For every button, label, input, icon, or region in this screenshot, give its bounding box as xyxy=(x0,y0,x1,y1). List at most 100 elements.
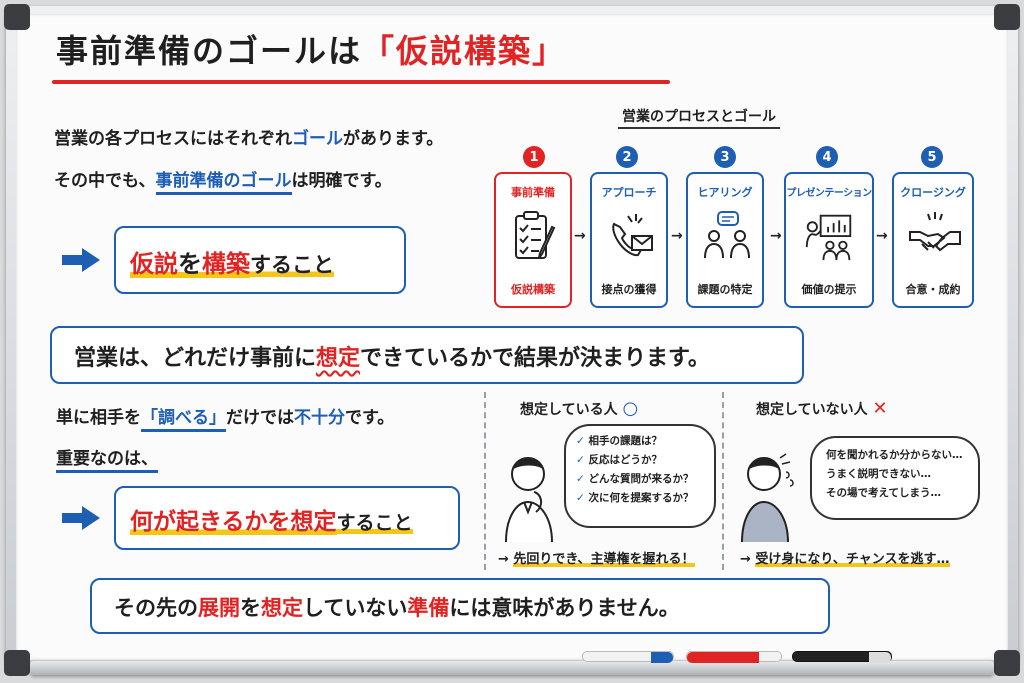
frame-corner xyxy=(994,4,1020,30)
step-card-presentation: プレゼンテーション 価値の提示 xyxy=(784,172,874,308)
intro-text: があります。 xyxy=(343,129,444,149)
blue-marker[interactable] xyxy=(582,651,674,663)
step-goal: 合意・成約 xyxy=(905,283,961,296)
good-item: ✓ どんな質問が来るか？ xyxy=(576,473,694,485)
cross-mark-icon: ✕ xyxy=(872,398,888,419)
step-number-2: 2 xyxy=(616,146,638,168)
black-marker[interactable] xyxy=(792,651,892,663)
process-arrow: → xyxy=(770,228,782,244)
bad-result: → 受け身になり、チャンスを逃す… xyxy=(740,548,950,567)
circle-mark-icon: ○ xyxy=(622,398,639,419)
intro-line-2: その中でも、事前準備のゴールは明確です。 xyxy=(54,166,392,195)
conclusion-emphasis: 想定 xyxy=(261,596,303,620)
intro-goal-word: ゴール xyxy=(292,129,343,149)
result-arrow: → xyxy=(740,552,756,567)
mid-text: 単に相手を xyxy=(56,408,141,428)
mid-text: だけでは xyxy=(226,408,294,428)
good-result: → 先回りでき、主導権を握れる！ xyxy=(498,548,695,567)
step-title: アプローチ xyxy=(601,186,657,199)
title-underline xyxy=(52,80,670,84)
result-banner xyxy=(50,326,804,384)
marker-tray xyxy=(30,661,994,675)
goal-particle: を xyxy=(178,250,202,278)
step-title: ヒアリング xyxy=(697,186,753,199)
process-arrow: → xyxy=(671,228,683,244)
mid-text: 重要なのは、 xyxy=(56,449,158,473)
conclusion-text: その先の展開を想定していない準備には意味がありません。 xyxy=(114,592,680,622)
conclusion-part: その先の xyxy=(114,596,198,620)
goal-box2-text: 何が起きるかを想定すること xyxy=(130,502,413,536)
divider-line xyxy=(722,392,724,570)
result-arrow: → xyxy=(498,552,514,567)
goal-box-text: 仮説を構築すること xyxy=(130,244,334,279)
result-banner-text: 営業は、どれだけ事前に想定できているかで結果が決まります。 xyxy=(74,340,710,372)
frame-corner xyxy=(4,650,30,676)
bad-title: 想定していない人 ✕ xyxy=(756,398,888,419)
right-arrow-icon xyxy=(62,506,100,530)
red-marker[interactable] xyxy=(686,651,782,663)
good-item-text: 次に何を提案するか？ xyxy=(588,492,694,504)
intro-text: は明確です。 xyxy=(291,171,392,191)
right-arrow-icon xyxy=(62,248,100,272)
mid-line-1: 単に相手を「調べる」だけでは不十分です。 xyxy=(56,403,395,432)
conclusion-banner xyxy=(90,578,830,634)
mid-line-2: 重要なのは、 xyxy=(56,444,158,473)
process-arrow: → xyxy=(574,228,586,244)
good-item-text: どんな質問が来るか？ xyxy=(588,473,694,485)
process-title: 営業のプロセスとゴール xyxy=(618,106,780,129)
goal-word-hypothesis: 仮説 xyxy=(130,250,178,278)
conclusion-emphasis: 準備 xyxy=(407,596,450,620)
step-goal: 課題の特定 xyxy=(697,283,753,296)
page-title: 事前準備のゴールは「仮説構築」 xyxy=(56,26,566,72)
banner-text: 営業は、どれだけ事前に xyxy=(74,346,317,371)
worried-person-icon xyxy=(741,453,794,542)
result-text: 先回りでき、 xyxy=(513,552,591,567)
title-prefix: 事前準備のゴールは xyxy=(56,32,363,70)
bad-title-text: 想定していない人 xyxy=(756,402,868,418)
title-highlight: 「仮説構築」 xyxy=(362,32,567,70)
step-number-3: 3 xyxy=(714,146,736,168)
bad-thought-bubble: 何を聞かれるか分からない… うまく説明できない… その場で考えてしまう… xyxy=(810,436,980,520)
conclusion-part: を xyxy=(240,596,261,620)
step-title: クロージング xyxy=(900,186,966,199)
phone-mail-icon xyxy=(612,214,653,257)
step-card-closing: クロージング 合意・成約 xyxy=(892,172,974,308)
process-arrow: → xyxy=(876,228,888,244)
frame-corner xyxy=(994,650,1020,676)
step-title: 事前準備 xyxy=(511,186,555,199)
good-thought-bubble: ✓ 相手の課題は？ ✓ 反応はどうか？ ✓ どんな質問が来るか？ ✓ 次に何を提… xyxy=(564,424,716,528)
conclusion-emphasis: 展開 xyxy=(198,596,240,620)
bad-item: その場で考えてしまう… xyxy=(826,487,941,499)
step-number-1: 1 xyxy=(523,146,545,168)
intro-text: 営業の各プロセスにはそれぞれ xyxy=(54,129,292,149)
result-text: 受け身になり、 xyxy=(755,552,846,567)
intro-text: その中でも、 xyxy=(54,171,156,191)
intro-emphasis: 事前準備のゴール xyxy=(155,171,292,195)
step-goal: 仮説構築 xyxy=(511,283,555,296)
goal2-emphasis: 想定 xyxy=(290,509,337,535)
bad-item: うまく説明できない… xyxy=(826,468,931,480)
clipboard-checklist-icon xyxy=(515,211,556,259)
conclusion-part: には意味がありません。 xyxy=(449,596,680,620)
banner-emphasis: 想定 xyxy=(316,346,361,371)
good-item-text: 反応はどうか？ xyxy=(588,454,662,466)
good-title-text: 想定している人 xyxy=(520,402,618,418)
frame-corner xyxy=(4,4,30,30)
step-title: プレゼンテーション xyxy=(786,188,872,199)
good-title: 想定している人 ○ xyxy=(520,398,638,419)
handshake-icon xyxy=(909,212,961,252)
good-item: ✓ 次に何を提案するか？ xyxy=(576,492,694,504)
mid-insufficient-word: 不十分 xyxy=(294,408,345,428)
mid-research-word: 「調べる」 xyxy=(141,408,226,432)
mid-text: です。 xyxy=(345,408,395,428)
conversation-icon xyxy=(704,211,750,259)
step-number-5: 5 xyxy=(921,146,943,168)
conclusion-part: していない xyxy=(303,596,408,620)
good-item: ✓ 反応はどうか？ xyxy=(576,454,662,466)
good-item-text: 相手の課題は？ xyxy=(588,435,662,447)
thinking-person-icon xyxy=(505,457,553,542)
step-card-approach: アプローチ 接点の獲得 xyxy=(590,172,668,308)
step-card-preparation: 事前準備 仮説構築 xyxy=(494,172,572,308)
result-text: 主導権を握れる！ xyxy=(590,552,695,567)
goal-suffix: すること xyxy=(250,253,334,277)
